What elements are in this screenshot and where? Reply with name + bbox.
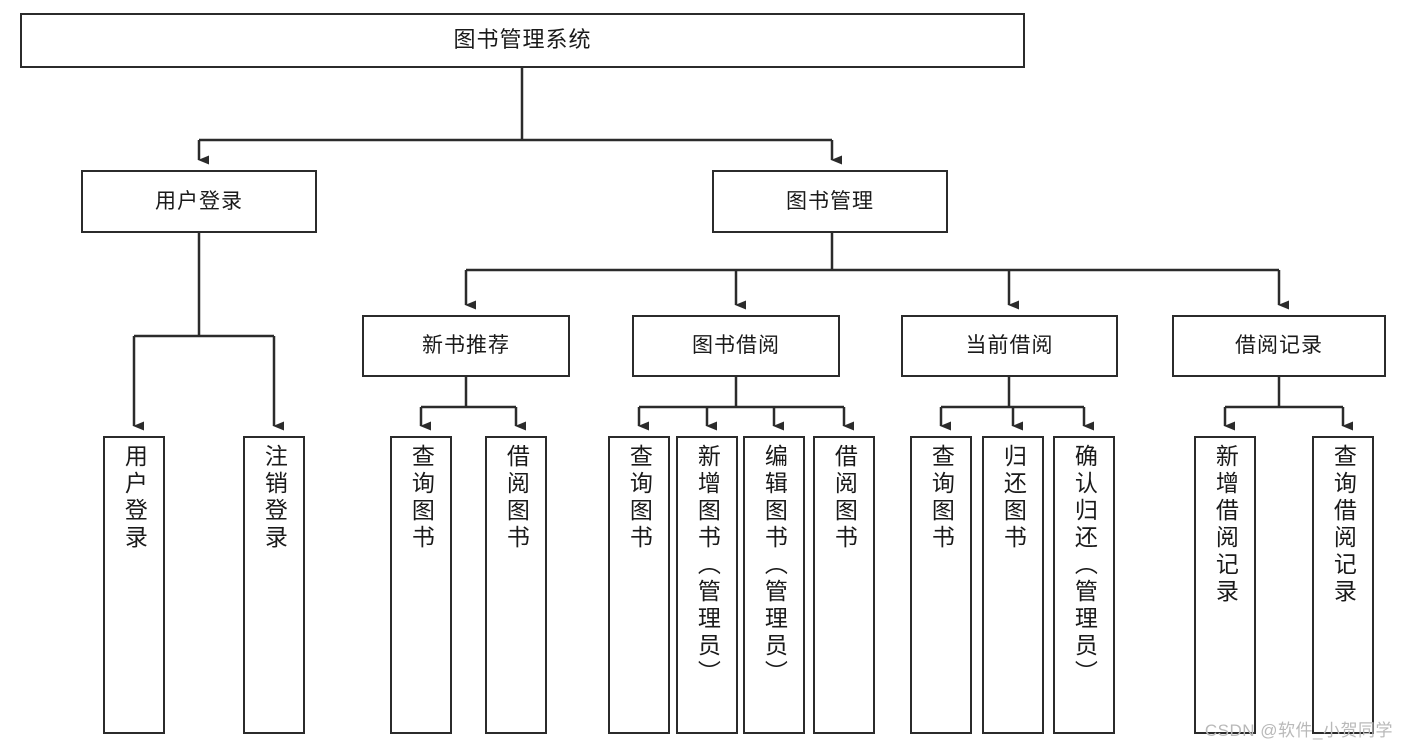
node-leaf-add-book-admin[interactable]: 新增图书（管理员） (676, 436, 738, 734)
node-leaf-user-login[interactable]: 用户登录 (103, 436, 165, 734)
leaf-label: 查询图书 (928, 444, 955, 552)
node-leaf-query-book-3[interactable]: 查询图书 (910, 436, 972, 734)
leaf-label: 新增图书（管理员） (694, 444, 721, 687)
node-new-book-recommend[interactable]: 新书推荐 (362, 315, 570, 377)
node-user-login[interactable]: 用户登录 (81, 170, 317, 233)
leaf-label: 借阅图书 (503, 444, 530, 552)
node-leaf-confirm-return[interactable]: 确认归还（管理员） (1053, 436, 1115, 734)
node-leaf-add-borrow-record[interactable]: 新增借阅记录 (1194, 436, 1256, 734)
node-borrow-record[interactable]: 借阅记录 (1172, 315, 1386, 377)
leaf-label: 查询图书 (408, 444, 435, 552)
node-leaf-query-book-2[interactable]: 查询图书 (608, 436, 670, 734)
node-leaf-borrow-book-1[interactable]: 借阅图书 (485, 436, 547, 734)
node-leaf-edit-book-admin[interactable]: 编辑图书（管理员） (743, 436, 805, 734)
leaf-label: 确认归还（管理员） (1071, 444, 1098, 687)
node-leaf-logout[interactable]: 注销登录 (243, 436, 305, 734)
node-book-management[interactable]: 图书管理 (712, 170, 948, 233)
leaf-label: 借阅图书 (831, 444, 858, 552)
node-leaf-return-book[interactable]: 归还图书 (982, 436, 1044, 734)
node-root[interactable]: 图书管理系统 (20, 13, 1025, 68)
leaf-label: 新增借阅记录 (1212, 444, 1239, 606)
leaf-label: 查询图书 (626, 444, 653, 552)
leaf-label: 查询借阅记录 (1330, 444, 1357, 606)
leaf-label: 用户登录 (121, 444, 148, 552)
node-leaf-borrow-book-2[interactable]: 借阅图书 (813, 436, 875, 734)
node-leaf-query-book-1[interactable]: 查询图书 (390, 436, 452, 734)
leaf-label: 编辑图书（管理员） (761, 444, 788, 687)
node-leaf-query-borrow-record[interactable]: 查询借阅记录 (1312, 436, 1374, 734)
node-book-borrow[interactable]: 图书借阅 (632, 315, 840, 377)
node-current-borrow[interactable]: 当前借阅 (901, 315, 1118, 377)
leaf-label: 注销登录 (261, 444, 288, 552)
leaf-label: 归还图书 (1000, 444, 1027, 552)
